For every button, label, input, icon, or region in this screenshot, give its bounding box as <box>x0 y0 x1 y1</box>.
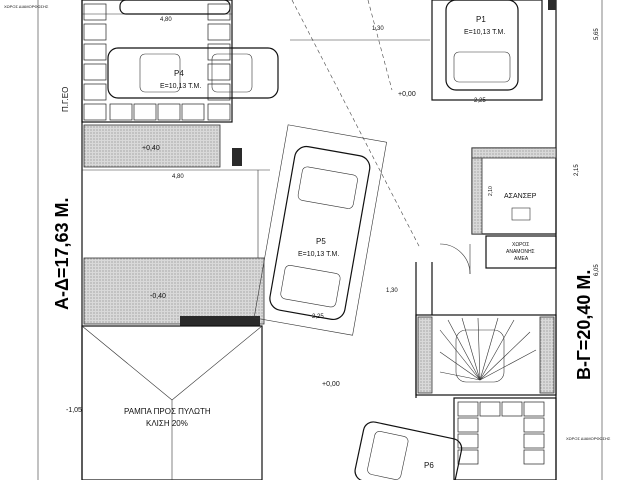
hatched-strip-mid <box>83 257 265 325</box>
dim-2-25: 2,25 <box>474 98 486 104</box>
side-right-length: Β-Γ=20,40 Μ. <box>574 270 594 380</box>
elevator-panel <box>511 207 531 221</box>
dim-4-80-top: 4,80 <box>160 17 172 23</box>
lobby-line-3: ΑΜΕΑ <box>514 256 529 262</box>
car-top-partial <box>119 0 231 15</box>
ramp-label-1: ΡΑΜΠΑ ΠΡΟΣ ΠΥΛΩΤΗ <box>124 407 211 416</box>
paving-block-bottom-right <box>453 397 557 480</box>
parking-p5-name: P5 <box>316 237 326 246</box>
level-strip-mid: -0,40 <box>150 293 166 300</box>
dim-5-65: 5,65 <box>594 28 600 40</box>
door-swing <box>439 243 471 275</box>
car-p6 <box>354 421 463 480</box>
dim-1-30-mid: 1,30 <box>386 288 398 294</box>
note-top-left: ΧΩΡΟΣ ΔΙΑΜΟΡΦΩΣΗΣ <box>4 4 49 9</box>
level-left: -1,05 <box>66 407 82 414</box>
car-p4 <box>107 47 279 99</box>
parking-p4-name: P4 <box>174 69 184 78</box>
elevator-shaft <box>471 147 557 235</box>
dim-2-25-p5: 2,25 <box>312 314 324 320</box>
ramp-area <box>81 325 263 480</box>
level-center: +0,00 <box>322 381 340 388</box>
column-b <box>180 316 260 326</box>
paving-grid-bottom-right <box>457 401 545 465</box>
ramp-label-2: ΚΛΙΣΗ 20% <box>146 419 188 428</box>
level-strip-top: +0,40 <box>142 145 160 152</box>
car-p5 <box>253 124 387 336</box>
ramp-diag-1 <box>81 325 173 401</box>
driveway-diag-1 <box>291 0 421 249</box>
parking-p5-area: E=10,13 T.M. <box>298 251 339 258</box>
parking-p1-name: P1 <box>476 15 486 24</box>
stairwell <box>415 314 557 396</box>
hatched-strip-top <box>83 124 221 168</box>
stair-wall-hatch-right <box>539 316 555 394</box>
waiting-area <box>485 235 557 269</box>
driveway-diag-2 <box>367 0 393 91</box>
parking-p6-name: P6 <box>424 461 434 470</box>
elevator-wall-hatch-left <box>471 147 483 235</box>
elevator-wall-hatch-top <box>471 147 557 159</box>
side-left-length: Α-Δ=17,63 Μ. <box>52 198 72 310</box>
column-a <box>232 148 242 166</box>
dim-1-30-top: 1,30 <box>372 26 384 32</box>
dim-2-10-top: 2,10 <box>488 186 494 196</box>
stair-landing <box>455 329 505 383</box>
dim-4-80: 4,80 <box>172 174 184 180</box>
parking-p1-area: E=10,13 T.M. <box>464 29 505 36</box>
car-p1 <box>431 0 543 101</box>
ramp-diag-2 <box>171 325 263 401</box>
paving-grid-top-left <box>83 3 231 121</box>
stair-treads <box>439 317 537 381</box>
lobby-line-2: ΑΝΑΜΟΝΗΣ <box>506 249 535 255</box>
dim-6-05: 6,05 <box>594 264 600 276</box>
level-upper: +0,00 <box>398 91 416 98</box>
column-top-right <box>548 0 556 10</box>
dim-2-15: 2,15 <box>574 164 580 176</box>
paving-block-top-left <box>81 0 233 123</box>
parking-p4-area: E=10,13 T.M. <box>160 83 201 90</box>
elevator-label: ΑΣΑΝΣΕΡ <box>504 193 537 200</box>
note-bottom-right: ΧΩΡΟΣ ΔΙΑΜΟΡΦΩΣΗΣ <box>566 436 611 441</box>
pilotis-label: Π.Γ.ΕΟ <box>61 87 70 112</box>
lobby-line-1: ΧΩΡΟΣ <box>512 242 529 248</box>
stair-wall-hatch-left <box>417 316 433 394</box>
